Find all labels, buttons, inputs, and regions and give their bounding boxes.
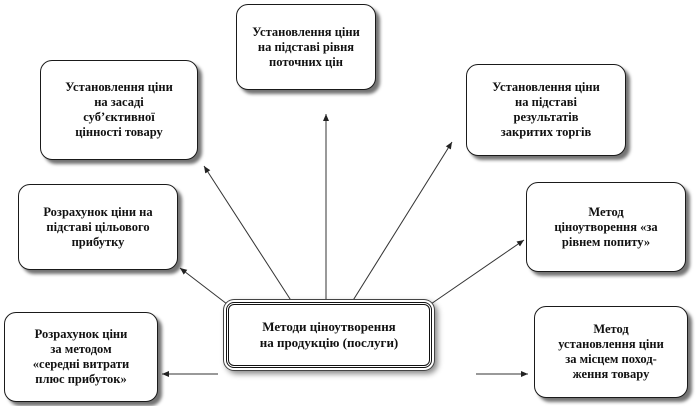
central-pricing-methods-box: Методи ціноутворення на продукцію (послу… <box>226 302 432 368</box>
method-box-current-prices: Установлення ціни на підставі рівня пото… <box>236 4 376 90</box>
method-box-closed-tenders: Установлення ціни на підставі результаті… <box>466 64 626 156</box>
method-box-subjective-value: Установлення ціни на засаді суб’єктивної… <box>40 60 198 160</box>
method-box-origin-place: Метод установлення ціни за місцем поход-… <box>534 306 688 398</box>
arrow-to-subjective-value <box>203 165 293 303</box>
method-box-demand-level: Метод ціноутворення «за рівнем попиту» <box>526 182 686 272</box>
method-box-average-cost-plus: Розрахунок ціни за методом «середні витр… <box>4 312 158 402</box>
method-box-target-profit: Розрахунок ціни на підставі цільового пр… <box>18 184 178 270</box>
arrow-to-demand-level <box>427 239 525 307</box>
arrow-to-closed-tenders <box>351 141 453 303</box>
